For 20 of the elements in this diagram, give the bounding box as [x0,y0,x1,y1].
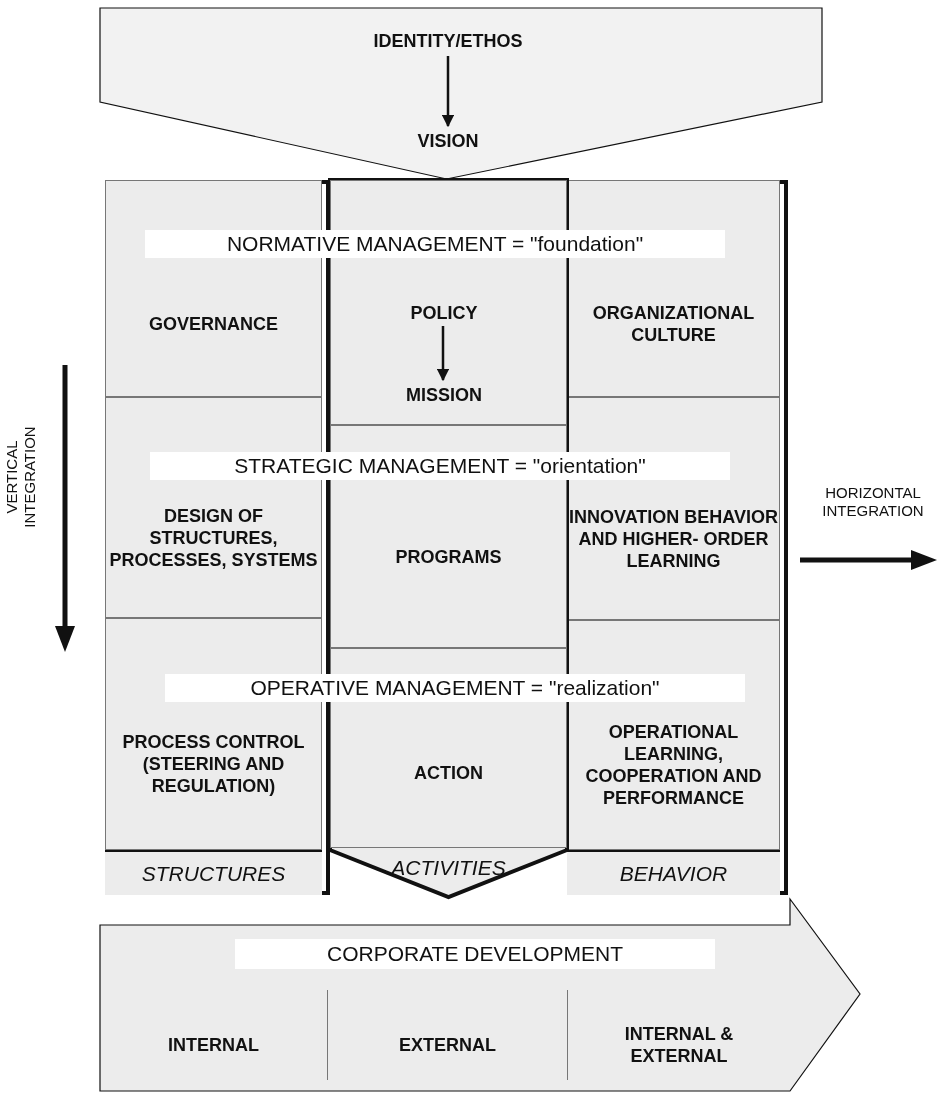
pentagon-banner [100,8,822,179]
banner-text: VISION [400,128,496,154]
arrow [436,326,450,382]
band-cell: EXTERNAL [327,990,567,1080]
band-heading: NORMATIVE MANAGEMENT = "foundation" [145,230,725,258]
foot-cell: BEHAVIOR [567,850,780,895]
axis-label: HORIZONTAL INTEGRATION [821,484,925,520]
column-caption: ACTIVITIES [390,855,507,881]
foot-cell: STRUCTURES [105,850,322,895]
arrow-band [100,899,860,1091]
axis-label: VERTICAL INTEGRATION [3,425,39,530]
band-cell: INTERNAL [100,990,327,1080]
band-heading: OPERATIVE MANAGEMENT = "realization" [165,674,745,702]
band-heading: STRATEGIC MANAGEMENT = "orientation" [150,452,730,480]
band-cell: INTERNAL & EXTERNAL [567,990,790,1080]
column-text: POLICY [396,301,492,325]
band-title: CORPORATE DEVELOPMENT [235,939,715,969]
arrow [441,56,455,128]
column-text: MISSION [389,383,499,407]
banner-text: IDENTITY/ETHOS [360,28,536,54]
